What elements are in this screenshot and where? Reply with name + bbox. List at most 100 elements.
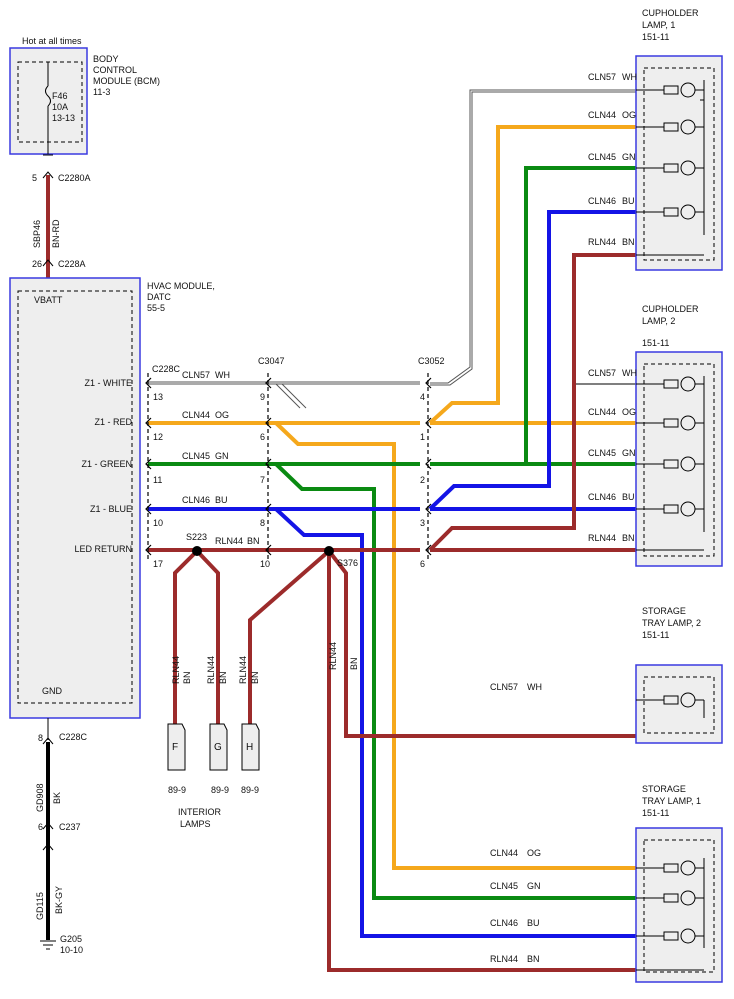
ground-pin-b: 6 xyxy=(38,822,43,832)
tray1-box xyxy=(635,827,723,983)
sbp46-code: SBP46 xyxy=(32,220,42,248)
c3047-label: C3047 xyxy=(258,356,285,366)
c3052-pin-6: 6 xyxy=(420,559,425,569)
tray1-title-1: STORAGE xyxy=(642,784,686,794)
pin-13: 13 xyxy=(153,392,163,402)
ground-conn-b: C237 xyxy=(59,822,81,832)
pin-17: 17 xyxy=(153,559,163,569)
ground-icon xyxy=(40,940,56,950)
circuit-cln45: CLN45 xyxy=(182,451,210,461)
splice-s376-dot xyxy=(324,546,334,556)
interior-label-f: F xyxy=(172,742,178,753)
cup2-w5-color: BN xyxy=(622,533,635,543)
interior-color-h: BN xyxy=(250,671,260,684)
interior-code-g: RLN44 xyxy=(206,656,216,684)
gd908-color: BK xyxy=(52,792,62,804)
row-label-green: Z1 - GREEN xyxy=(81,459,132,469)
cup2-title-3: 151-11 xyxy=(642,338,669,348)
row-label-red: Z1 - RED xyxy=(94,417,132,427)
c3047-pin-7: 7 xyxy=(260,475,265,485)
interior-caption-2: LAMPS xyxy=(180,819,211,829)
interior-caption-1: INTERIOR xyxy=(178,807,222,817)
fuse-label-1: F46 xyxy=(52,91,68,101)
cup1-title-1: CUPHOLDER xyxy=(642,8,699,18)
top-connector: C2280A xyxy=(58,173,91,183)
circuit-cln57: CLN57 xyxy=(182,370,210,380)
cup2-w2-color: OG xyxy=(622,407,636,417)
cup2-led-4 xyxy=(636,501,704,517)
cup1-w4-color: BU xyxy=(622,196,635,206)
tray1-w3-color: BU xyxy=(527,918,540,928)
hvac-connector: C228C xyxy=(152,364,181,374)
splice-s223: S223 xyxy=(186,532,207,542)
ground-name: G205 xyxy=(60,934,82,944)
color-og: OG xyxy=(215,410,229,420)
hvac-gnd: GND xyxy=(42,686,63,696)
c3052-pin-4: 4 xyxy=(420,392,425,402)
color-gn: GN xyxy=(215,451,229,461)
tray2-code: CLN57 xyxy=(490,682,518,692)
cup1-w1-code: CLN57 xyxy=(588,72,616,82)
tray1-w3-code: CLN46 xyxy=(490,918,518,928)
interior-ref-f: 89-9 xyxy=(168,785,186,795)
connector-c3052 xyxy=(425,373,432,560)
pin-12: 12 xyxy=(153,432,163,442)
cup1-w3-code: CLN45 xyxy=(588,152,616,162)
tray2-title-1: STORAGE xyxy=(642,606,686,616)
bcm-title-1: BODY xyxy=(93,54,119,64)
cup2-w5-code: RLN44 xyxy=(588,533,616,543)
interior-connector-g: G xyxy=(209,723,228,771)
wire-cln57 xyxy=(148,89,636,409)
sbp46-color: BN-RD xyxy=(51,219,61,248)
cup1-title-2: LAMP, 1 xyxy=(642,20,675,30)
tray2-title-3: 151-11 xyxy=(642,630,669,640)
tray1-w2-code: CLN45 xyxy=(490,881,518,891)
cup2-w4-color: BU xyxy=(622,492,635,502)
cup2-w2-code: CLN44 xyxy=(588,407,616,417)
cup2-w3-color: GN xyxy=(622,448,636,458)
color-bu: BU xyxy=(215,495,228,505)
cup1-led-3 xyxy=(636,160,704,176)
interior-label-g: G xyxy=(214,742,222,753)
tray1-w4-color: BN xyxy=(527,954,540,964)
interior-color-g: BN xyxy=(218,671,228,684)
cup2-title-1: CUPHOLDER xyxy=(642,304,699,314)
s376-color: BN xyxy=(349,657,359,670)
tray1-w2-color: GN xyxy=(527,881,541,891)
top-pin: 5 xyxy=(32,173,37,183)
hvac-title-2: DATC xyxy=(147,292,171,302)
s376-code: RLN44 xyxy=(328,642,338,670)
pin-11: 11 xyxy=(153,475,162,485)
cup1-box xyxy=(635,55,723,271)
wire-cln46 xyxy=(148,210,636,938)
c3052-pin-3: 3 xyxy=(420,518,425,528)
fuse-label-3: 13-13 xyxy=(52,113,75,123)
cup2-led-2 xyxy=(636,415,704,431)
bottom-pin: 26 xyxy=(32,259,42,269)
row-label-led-return: LED RETURN xyxy=(74,544,132,554)
cup1-title-3: 151-11 xyxy=(642,32,669,42)
tray1-w4-code: RLN44 xyxy=(490,954,518,964)
pin-10: 10 xyxy=(153,518,163,528)
hvac-module-box xyxy=(9,277,141,719)
connector-c3047 xyxy=(265,373,272,560)
wire-rln44 xyxy=(148,253,636,972)
c3052-label: C3052 xyxy=(418,356,445,366)
gd115-color: BK-GY xyxy=(54,886,64,914)
wire-cln44 xyxy=(148,125,636,870)
cup2-led-3 xyxy=(636,456,704,472)
bcm-title-3: MODULE (BCM) xyxy=(93,76,160,86)
cup2-w1-code: CLN57 xyxy=(588,368,616,378)
gd115-code: GD115 xyxy=(35,892,45,920)
interior-connector-h: H xyxy=(241,723,260,771)
interior-connector-f: F xyxy=(167,723,186,771)
cup1-w4-code: CLN46 xyxy=(588,196,616,206)
cup1-w3-color: GN xyxy=(622,152,636,162)
row-label-white: Z1 - WHITE xyxy=(85,378,133,388)
circuit-cln46: CLN46 xyxy=(182,495,210,505)
color-bn: BN xyxy=(247,536,260,546)
cup2-title-2: LAMP, 2 xyxy=(642,316,675,326)
connector-chevron-icon xyxy=(42,171,54,179)
c3047-pin-9: 9 xyxy=(260,392,265,402)
